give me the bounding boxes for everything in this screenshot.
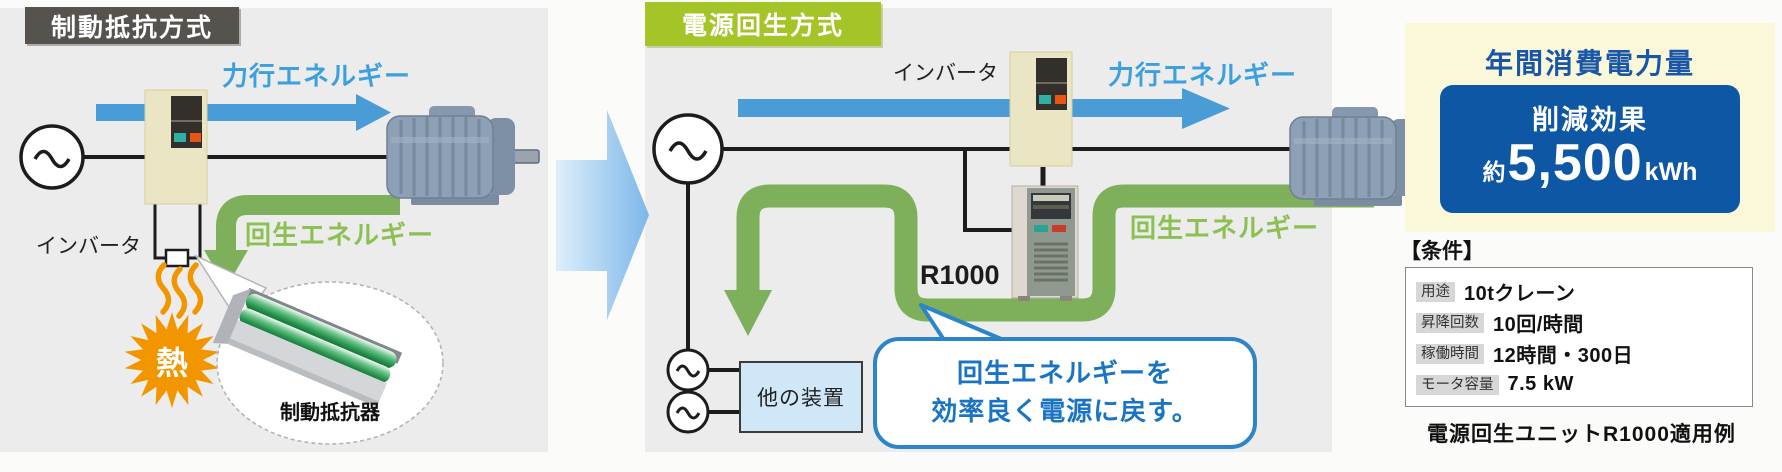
braking-resistor-photo-icon: [212, 287, 403, 408]
left-inverter-label: インバータ: [36, 235, 141, 258]
effect-unit: kWh: [1644, 158, 1698, 186]
condition-row: 昇降回数 10回/時間: [1416, 307, 1742, 338]
transition-arrow-icon: [556, 110, 649, 320]
condition-label: 用途: [1416, 281, 1455, 302]
heat-starburst-icon: [124, 312, 220, 408]
left-inverter-icon: [144, 89, 208, 205]
reduction-effect-label: 削減効果: [1532, 105, 1648, 135]
mid-panel-title-badge: 電源回生方式: [645, 2, 881, 46]
other-devices-box: 他の装置: [739, 361, 863, 433]
condition-label: モータ容量: [1416, 374, 1499, 395]
effect-prefix: 約: [1482, 159, 1506, 185]
callout-line1: 回生エネルギーを: [956, 358, 1173, 389]
conditions-title: 【条件】: [1400, 240, 1484, 263]
reduction-effect-box: 削減効果 約 5,500 kWh: [1440, 85, 1740, 213]
r1000-unit-label: R1000: [920, 260, 1000, 290]
condition-value: 10tクレーン: [1464, 283, 1576, 305]
condition-row: 用途 10tクレーン: [1416, 276, 1742, 307]
left-panel-title-badge: 制動抵抗方式: [25, 7, 239, 44]
application-example-caption: 電源回生ユニットR1000適用例: [1427, 423, 1736, 446]
callout-line2: 効率良く電源に戻す。: [931, 396, 1199, 426]
braking-resistor-label: 制動抵抗器: [280, 402, 380, 424]
left-regen-label: 回生エネルギー: [245, 220, 435, 250]
heat-label: 熱: [155, 345, 188, 381]
regen-callout-bubble: 回生エネルギーを 効率良く電源に戻す。: [873, 337, 1257, 449]
condition-row: モータ容量 7.5 kW: [1416, 369, 1742, 400]
left-powering-label: 力行エネルギー: [222, 61, 412, 91]
other-ac-source-icon-2: [666, 390, 710, 434]
regen-energy-loop: [724, 184, 1374, 336]
condition-label: 稼働時間: [1416, 343, 1484, 364]
condition-value: 7.5 kW: [1507, 373, 1574, 395]
mid-inverter-label: インバータ: [893, 62, 998, 85]
left-motor-icon: [387, 106, 539, 205]
annual-consumption-panel: 年間消費電力量 削減効果 約 5,500 kWh: [1405, 23, 1775, 232]
other-ac-source-icon-1: [666, 348, 710, 392]
reduction-effect-value: 約 5,500 kWh: [1440, 133, 1740, 193]
condition-row: 稼働時間 12時間・300日: [1416, 338, 1742, 369]
condition-value: 12時間・300日: [1493, 345, 1634, 367]
conditions-box: 用途 10tクレーン 昇降回数 10回/時間 稼働時間 12時間・300日 モー…: [1405, 267, 1753, 407]
effect-amount: 5,500: [1507, 134, 1643, 192]
mid-ac-source-icon: [652, 113, 724, 185]
heat-waves-icon: [155, 262, 204, 319]
left-ac-source-icon: [19, 124, 85, 190]
condition-label: 昇降回数: [1416, 312, 1484, 333]
braking-resistor-symbol: [153, 203, 202, 268]
mid-regen-label: 回生エネルギー: [1130, 213, 1320, 243]
condition-value: 10回/時間: [1493, 314, 1584, 336]
mid-inverter-icon: [1009, 51, 1073, 167]
r1000-unit-icon: [1011, 185, 1079, 301]
mid-powering-arrow: [738, 88, 1230, 129]
mid-powering-label: 力行エネルギー: [1108, 60, 1298, 90]
annual-consumption-title: 年間消費電力量: [1484, 48, 1695, 79]
left-powering-arrow: [96, 94, 391, 131]
